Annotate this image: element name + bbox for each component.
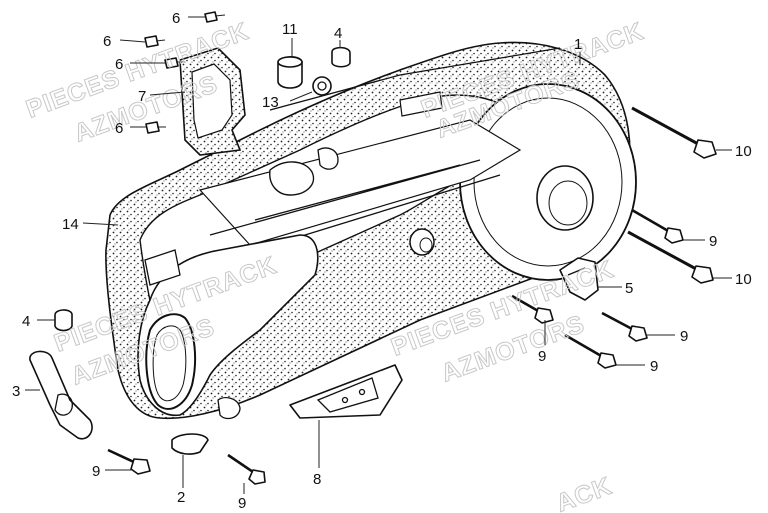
callout-9-center: 9 [538, 348, 546, 365]
clip-2[interactable] [171, 433, 209, 455]
callout-6-middle: 6 [115, 56, 123, 73]
callout-4-left: 4 [22, 313, 30, 330]
callout-7: 7 [138, 88, 146, 105]
bolt-9-center[interactable] [511, 294, 554, 324]
bracket-5[interactable] [559, 257, 599, 301]
bolt-10-lower[interactable] [627, 230, 714, 284]
inspection-cover-plate[interactable] [179, 47, 246, 156]
screw-6-upper[interactable] [144, 35, 166, 48]
bolt-9-right-middle[interactable] [601, 311, 648, 342]
bolt-9-bottom-center[interactable] [227, 453, 266, 485]
callout-labels: 6 6 6 6 7 11 4 13 1 10 14 9 10 5 4 9 9 9… [12, 10, 752, 512]
callout-9-bottom-center: 9 [238, 495, 246, 512]
callout-6-top: 6 [172, 10, 180, 27]
bolt-9-right-lower[interactable] [564, 333, 617, 369]
screw-6-middle[interactable] [164, 57, 185, 69]
leader-lines [25, 16, 732, 494]
callout-9-right-lower: 9 [650, 358, 658, 375]
screw-6-top[interactable] [204, 11, 226, 23]
callout-5: 5 [625, 280, 633, 297]
callout-13: 13 [262, 94, 279, 111]
callout-8: 8 [313, 471, 321, 488]
callout-9-bottom-left: 9 [92, 463, 100, 480]
cap-4-top[interactable] [331, 46, 351, 68]
callout-6-lower: 6 [115, 120, 123, 137]
kick-lever-3[interactable] [29, 350, 93, 440]
bolt-10-upper[interactable] [631, 106, 717, 159]
screw-6-lower[interactable] [145, 121, 166, 134]
washer-13[interactable] [312, 76, 332, 96]
callout-14: 14 [62, 216, 79, 233]
bushing-11[interactable] [277, 56, 303, 89]
callout-1: 1 [574, 36, 582, 53]
callout-2: 2 [177, 489, 185, 506]
guard-plate-8[interactable] [289, 364, 403, 419]
callout-10-lower: 10 [735, 271, 752, 288]
callout-11: 11 [282, 21, 298, 38]
callout-10-upper: 10 [735, 143, 752, 160]
callout-3: 3 [12, 383, 20, 400]
crankcase-cover[interactable] [105, 41, 637, 420]
cap-4-left[interactable] [54, 309, 73, 332]
bolt-9-bottom-left[interactable] [107, 448, 151, 475]
callout-4-top: 4 [334, 25, 342, 42]
bolt-9-right-upper[interactable] [631, 208, 684, 244]
watermark-partial-bottom: ACK [552, 472, 615, 513]
callout-9-right-middle: 9 [680, 328, 688, 345]
callout-9-right-upper: 9 [709, 233, 717, 250]
callout-6-upper: 6 [103, 33, 111, 50]
